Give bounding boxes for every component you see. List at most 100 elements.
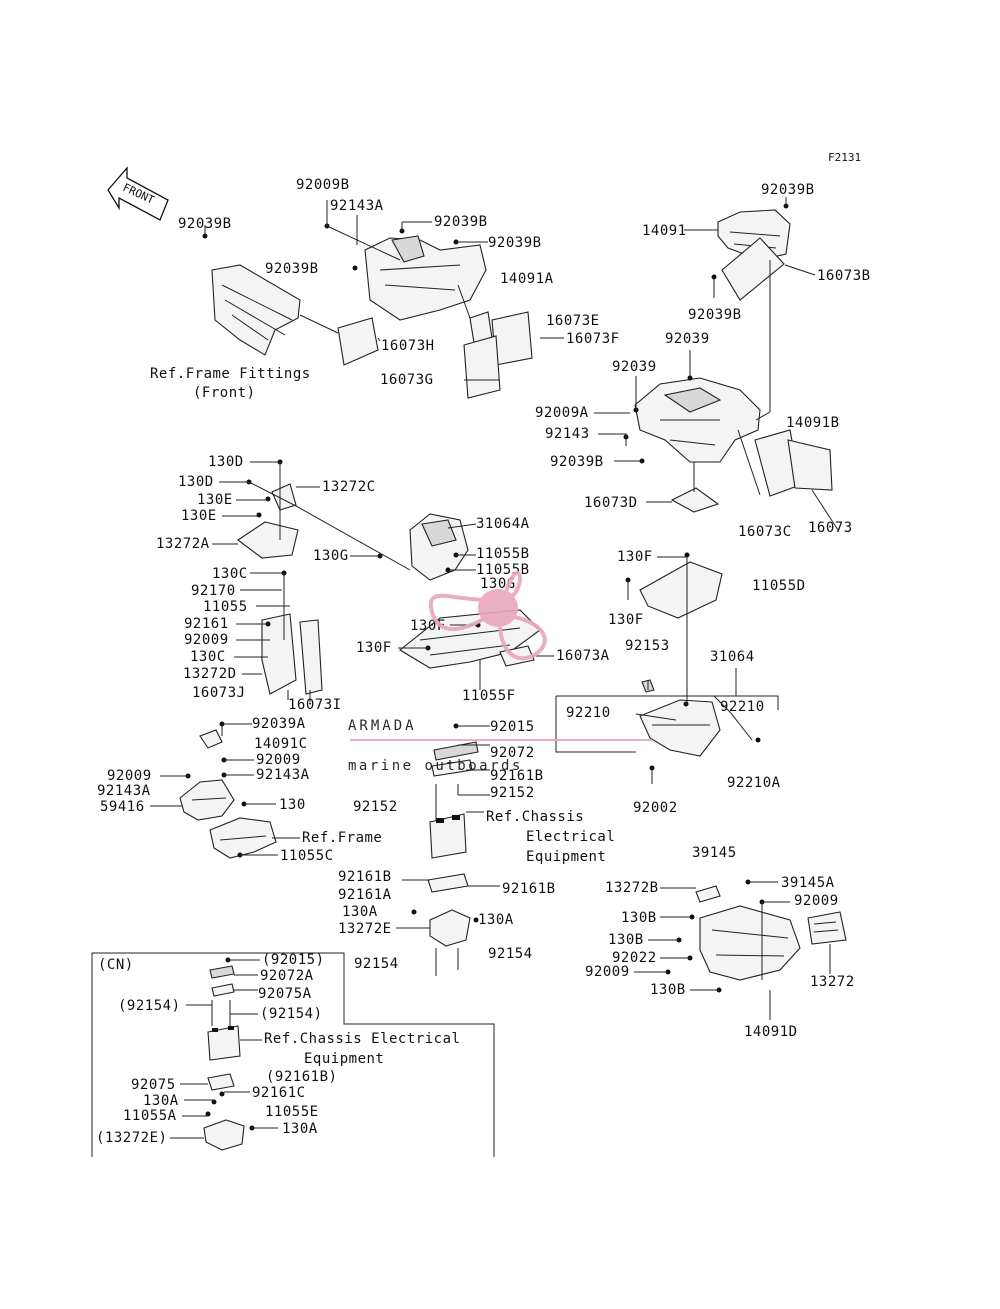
part-label: 130E — [197, 492, 233, 508]
inset-label: (92154) — [118, 998, 181, 1014]
part-label: 11055 — [203, 599, 248, 615]
part-label: 130C — [212, 566, 248, 582]
part-label: 92210 — [720, 699, 765, 715]
top-right-assembly: 92039B 14091 16073B 92039B 92039 92039 9… — [535, 182, 871, 540]
part-label: 92143A — [256, 767, 310, 783]
part-label: 92009B — [296, 177, 350, 193]
part-label: 16073J — [192, 685, 246, 701]
part-label: 130A — [342, 904, 378, 920]
cn-inset: (CN) (92015) 92072A 92075A (92154) (9215… — [91, 952, 495, 1157]
part-label: 92039A — [252, 716, 306, 732]
part-label: 14091D — [744, 1024, 798, 1040]
part-label: 11055F — [462, 688, 516, 704]
part-label: 92153 — [625, 638, 670, 654]
part-label: 130B — [621, 910, 657, 926]
part-label: 130D — [178, 474, 214, 490]
propeller-logo-icon — [428, 570, 547, 661]
part-label: 11055D — [752, 578, 806, 594]
inset-label: 92072A — [260, 968, 314, 984]
part-label: 92039B — [265, 261, 319, 277]
watermark-tagline: marine outboards — [348, 758, 523, 774]
part-label: 92072 — [490, 745, 535, 761]
part-label: 92009 — [107, 768, 152, 784]
part-label: 16073G — [380, 372, 434, 388]
part-label: 11055B — [476, 546, 530, 562]
part-label: 39145 — [692, 845, 737, 861]
lower-right-assembly: 39145 13272B 39145A 130B 92009 130B 9202… — [585, 845, 855, 1040]
part-label: 14091C — [254, 736, 308, 752]
part-label: 130E — [181, 508, 217, 524]
part-label: 16073F — [566, 331, 620, 347]
part-label: 31064 — [710, 649, 755, 665]
part-label: 92039B — [488, 235, 542, 251]
part-label: (Front) — [193, 385, 256, 401]
part-label: 16073E — [546, 313, 600, 329]
part-label: 92154 — [354, 956, 399, 972]
inset-label: 92075 — [131, 1077, 176, 1093]
part-label: 92039B — [178, 216, 232, 232]
part-label: 16073C — [738, 524, 792, 540]
part-label: Electrical — [526, 829, 615, 845]
part-label: 92039B — [434, 214, 488, 230]
part-label: 39145A — [781, 875, 835, 891]
inset-label: (13272E) — [96, 1130, 167, 1146]
part-label: 130F — [617, 549, 653, 565]
part-label: 13272 — [810, 974, 855, 990]
part-label: 92143A — [330, 198, 384, 214]
part-label: 92154 — [488, 946, 533, 962]
inset-label: 92075A — [258, 986, 312, 1002]
part-label: 130F — [356, 640, 392, 656]
top-left-assembly: 92009B 92143A 92039B 92039B 92039B 14091… — [150, 177, 620, 401]
part-label: 92152 — [490, 785, 535, 801]
part-label: 13272D — [183, 666, 237, 682]
part-label: 14091A — [500, 271, 554, 287]
part-label: 16073A — [556, 648, 610, 664]
part-label: 92009 — [184, 632, 229, 648]
part-label: 92161B — [338, 869, 392, 885]
part-label: 92039B — [550, 454, 604, 470]
part-label: 130C — [190, 649, 226, 665]
part-label: 16073 — [808, 520, 853, 536]
part-label: 130B — [650, 982, 686, 998]
battery-assembly: 92015 92072 92161B 92152 92152 Ref.Chass… — [338, 719, 615, 976]
part-label: 92152 — [353, 799, 398, 815]
part-label: 13272A — [156, 536, 210, 552]
inset-label: 11055A — [123, 1108, 177, 1124]
part-label: 92039B — [688, 307, 742, 323]
part-label: 16073B — [817, 268, 871, 284]
part-label: 92022 — [612, 950, 657, 966]
part-label: 130A — [478, 912, 514, 928]
part-label: 14091 — [642, 223, 687, 239]
part-label: 16073D — [584, 495, 638, 511]
part-label: 13272B — [605, 880, 659, 896]
part-label: 14091B — [786, 415, 840, 431]
part-label: 130F — [608, 612, 644, 628]
part-label: 92161B — [490, 768, 544, 784]
part-label: 92210 — [566, 705, 611, 721]
watermark-brand: ARMADA — [348, 718, 417, 734]
part-label: 92161A — [338, 887, 392, 903]
part-label: 130 — [279, 797, 306, 813]
part-label: 130D — [208, 454, 244, 470]
part-label: 92161 — [184, 616, 229, 632]
front-arrow-icon: FRONT — [107, 166, 169, 221]
diagram-code: F2131 — [828, 151, 861, 164]
lower-left-assembly: 92039A 14091C 92009 92143A 92009 92143A … — [97, 716, 382, 864]
inset-label: 92161C — [252, 1085, 306, 1101]
part-label: 130B — [608, 932, 644, 948]
part-label: 92143A — [97, 783, 151, 799]
part-label: 59416 — [100, 799, 145, 815]
part-label: 16073H — [381, 338, 435, 354]
part-label: 13272C — [322, 479, 376, 495]
middle-left-assembly: 130D 130D 13272C 130E 130E 13272A 31064A… — [156, 454, 530, 713]
armada-watermark: ARMADA marine outboards — [348, 570, 652, 774]
part-label: 92009 — [256, 752, 301, 768]
part-label: 92015 — [490, 719, 535, 735]
part-label: 92009 — [585, 964, 630, 980]
inset-title: (CN) — [98, 957, 134, 973]
part-label: Ref.Frame Fittings — [150, 366, 311, 382]
part-label: Ref.Frame — [302, 830, 382, 846]
inset-label: (92015) — [262, 952, 325, 968]
part-label: 92009 — [794, 893, 839, 909]
